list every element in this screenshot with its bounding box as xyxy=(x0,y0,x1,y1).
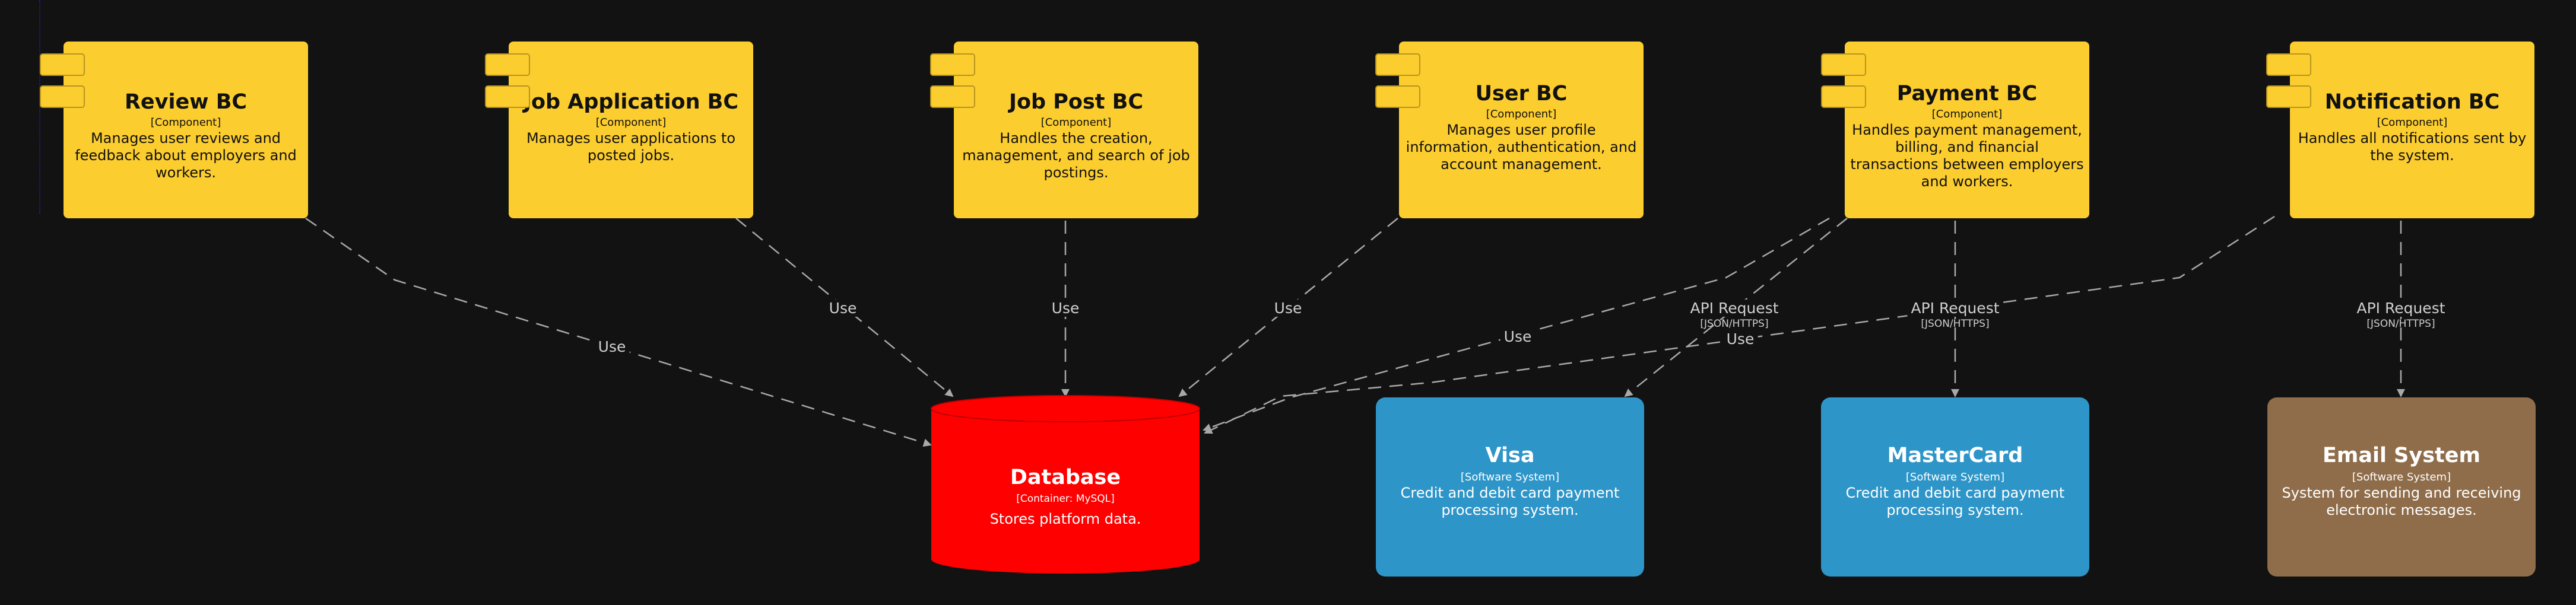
edge-review-to-database xyxy=(305,217,932,447)
system-title: MasterCard xyxy=(1887,444,2023,467)
component-tab-icon xyxy=(485,53,530,76)
edge-label-payment-db: Use xyxy=(1500,328,1536,345)
component-tab-icon xyxy=(1821,53,1866,76)
database-cylinder[interactable] xyxy=(929,394,1202,578)
component-job-post-bc[interactable]: Job Post BC [Component] Handles the crea… xyxy=(930,42,1198,218)
component-tab-icon xyxy=(930,53,975,76)
edge-label-jobapp: Use xyxy=(825,300,861,317)
edge-tech-payment-visa: [JSON/HTTPS] xyxy=(1700,318,1769,330)
system-title: Email System xyxy=(2323,444,2480,467)
component-user-bc[interactable]: User BC [Component] Manages user profile… xyxy=(1375,42,1644,218)
system-title: Visa xyxy=(1485,444,1535,467)
component-tab-icon xyxy=(1375,53,1420,76)
component-tech: [Component] xyxy=(2377,116,2448,129)
edge-tech-payment-mastercard: [JSON/HTTPS] xyxy=(1921,318,1990,330)
database-tech: [Container: MySQL] xyxy=(1016,493,1115,505)
component-desc: Manages user profile information, authen… xyxy=(1406,122,1637,173)
component-tech: [Component] xyxy=(1040,116,1112,129)
edge-label-notification-db: Use xyxy=(1722,330,1758,348)
component-tech: [Component] xyxy=(595,116,667,129)
system-desc: System for sending and receiving electro… xyxy=(2282,485,2521,518)
component-desc: Manages user reviews and feedback about … xyxy=(75,130,297,181)
database-title: Database xyxy=(1010,466,1121,489)
component-tech: [Component] xyxy=(1931,108,2003,120)
edge-label-jobpost: Use xyxy=(1048,300,1083,317)
component-tab-icon xyxy=(2266,53,2311,76)
component-desc: Handles the creation, management, and se… xyxy=(962,130,1190,181)
component-job-application-bc[interactable]: Job Application BC [Component] Manages u… xyxy=(485,42,753,218)
component-tab-icon xyxy=(1821,85,1866,108)
edge-payment-to-visa xyxy=(1624,218,1848,397)
database-top xyxy=(931,395,1200,422)
database-text: Database [Container: MySQL] Stores platf… xyxy=(929,394,1202,527)
edge-label-payment-visa: API Request xyxy=(1686,300,1782,317)
component-title: User BC xyxy=(1475,82,1568,106)
component-tab-icon xyxy=(40,53,85,76)
system-desc: Credit and debit card payment processing… xyxy=(1400,485,1620,518)
component-payment-bc[interactable]: Payment BC [Component] Handles payment m… xyxy=(1821,42,2089,218)
edge-notification-to-database xyxy=(1204,215,2275,434)
component-title: Job Post BC xyxy=(1008,90,1144,114)
component-title: Notification BC xyxy=(2324,90,2500,114)
system-desc: Credit and debit card payment processing… xyxy=(1845,485,2065,518)
component-title: Review BC xyxy=(124,90,248,114)
edge-label-user: Use xyxy=(1270,300,1306,317)
component-tech: [Component] xyxy=(1486,108,1557,120)
component-tab-icon xyxy=(930,85,975,108)
database-desc: Stores platform data. xyxy=(989,511,1141,527)
component-title: Payment BC xyxy=(1896,82,2038,106)
component-tech: [Component] xyxy=(150,116,221,129)
system-tech: [Software System] xyxy=(1460,471,1560,483)
edge-label-payment-mastercard: API Request xyxy=(1907,300,2003,317)
database-body xyxy=(931,409,1200,574)
system-email[interactable]: Email System [Software System] System fo… xyxy=(2267,397,2536,577)
component-review-bc[interactable]: Review BC [Component] Manages user revie… xyxy=(40,42,308,218)
component-desc: Manages user applications to posted jobs… xyxy=(526,130,736,164)
edge-label-notification-email: API Request xyxy=(2353,300,2449,317)
component-tab-icon xyxy=(485,85,530,108)
component-desc: Handles all notifications sent by the sy… xyxy=(2298,130,2527,164)
edge-tech-notification-email: [JSON/HTTPS] xyxy=(2366,318,2435,330)
system-mastercard[interactable]: MasterCard [Software System] Credit and … xyxy=(1821,397,2089,577)
edge-label-review: Use xyxy=(594,338,630,355)
system-visa[interactable]: Visa [Software System] Credit and debit … xyxy=(1376,397,1644,577)
system-tech: [Software System] xyxy=(2352,471,2451,483)
component-desc: Handles payment management, billing, and… xyxy=(1850,122,2084,190)
component-tab-icon xyxy=(2266,85,2311,108)
system-tech: [Software System] xyxy=(1905,471,2005,483)
component-notification-bc[interactable]: Notification BC [Component] Handles all … xyxy=(2266,42,2534,218)
component-title: Job Application BC xyxy=(523,90,739,114)
component-tab-icon xyxy=(40,85,85,108)
component-tab-icon xyxy=(1375,85,1420,108)
